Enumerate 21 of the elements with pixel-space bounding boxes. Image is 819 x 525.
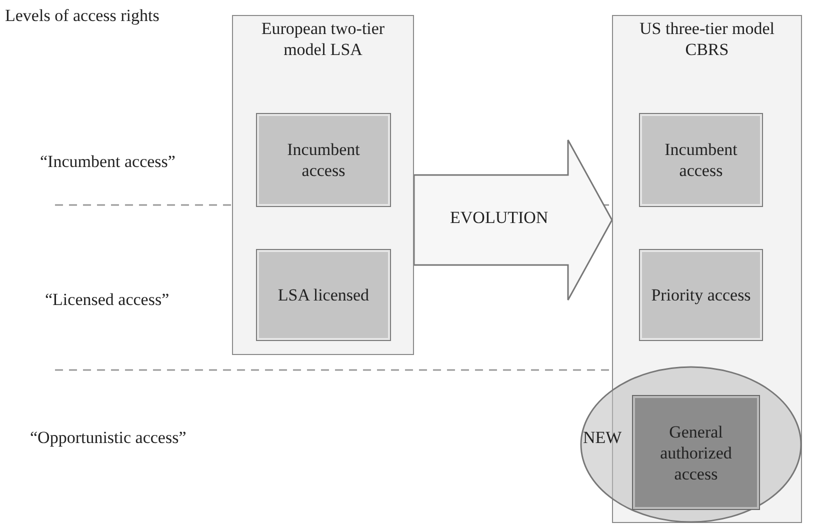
block-arrow xyxy=(413,139,613,301)
axis-heading: Levels of access rights xyxy=(5,6,160,26)
tier-box xyxy=(639,249,763,341)
new-label: NEW xyxy=(583,426,622,448)
model-panel xyxy=(232,15,414,355)
level-label: “Opportunistic access” xyxy=(30,428,186,448)
tier-label: Priority access xyxy=(650,284,752,306)
level-label: “Licensed access” xyxy=(45,290,170,310)
panel-title: US three-tier model CBRS xyxy=(638,18,776,60)
panel-title: European two-tier model LSA xyxy=(260,18,386,60)
edge-label: EVOLUTION xyxy=(450,208,548,228)
tier-box xyxy=(632,395,760,510)
tier-label: Incumbent access xyxy=(286,139,361,181)
highlight-ellipse xyxy=(580,366,802,523)
tier-label: LSA licensed xyxy=(276,284,370,306)
level-label: “Incumbent access” xyxy=(40,152,176,172)
tier-box xyxy=(256,249,391,341)
tier-box xyxy=(256,113,391,207)
tier-box xyxy=(639,113,763,207)
tier-label: General authorized access xyxy=(659,421,733,484)
tier-label: Incumbent access xyxy=(664,139,738,181)
